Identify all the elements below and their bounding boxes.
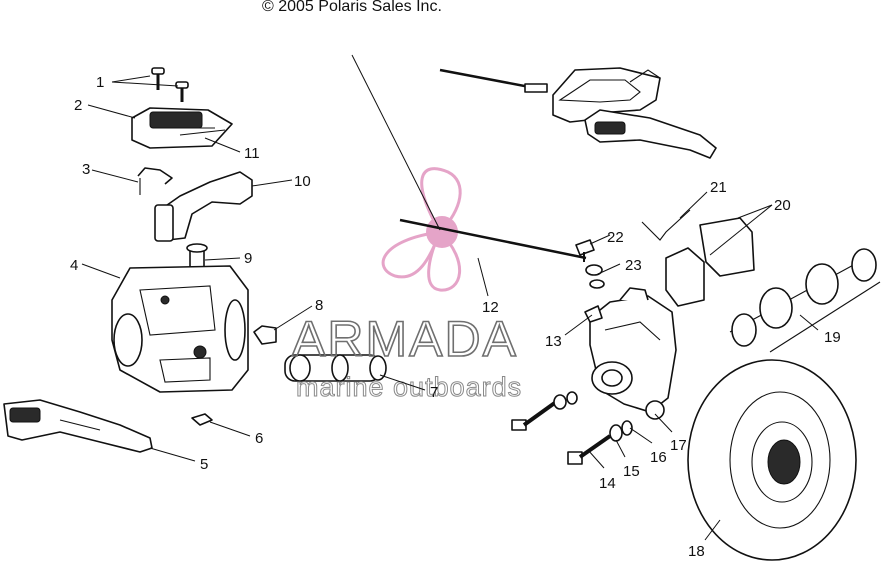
- watermark-logo: [381, 167, 462, 292]
- part-8-bracket: [253, 325, 277, 345]
- part-19-caliper-pistons: [729, 248, 881, 353]
- part-10-lever-arm: [154, 171, 253, 242]
- callout-2: 2: [74, 97, 82, 114]
- callout-21: 21: [710, 179, 727, 196]
- callout-9: 9: [244, 250, 252, 267]
- part-23-seal-b: [589, 279, 605, 289]
- callout-1: 1: [96, 74, 104, 91]
- callout-20: 20: [774, 197, 791, 214]
- part-13-fitting: [584, 305, 603, 323]
- part-14-bolt: [567, 434, 612, 465]
- part-15-washer: [609, 424, 623, 442]
- callout-17: 17: [670, 437, 687, 454]
- callout-5: 5: [200, 456, 208, 473]
- part-1-screws: [151, 67, 189, 102]
- callout-22: 22: [607, 229, 624, 246]
- part-3-clip: [137, 167, 173, 195]
- caliper-bolt-upper: [511, 391, 578, 431]
- callout-numbers: 1 2 3 4 5 6 7 8 9 10 11 12 13 14 15 16 1…: [70, 74, 841, 560]
- watermark-brand: ARMADA: [292, 311, 518, 367]
- part-2-reservoir-cover: [131, 107, 233, 149]
- part-6-washer: [191, 413, 213, 426]
- part-5-brake-lever: [3, 399, 153, 453]
- callout-16: 16: [650, 449, 667, 466]
- callout-11: 11: [244, 145, 260, 162]
- callout-10: 10: [294, 173, 311, 190]
- callout-13: 13: [545, 333, 562, 350]
- callout-6: 6: [255, 430, 263, 447]
- part-22-bleeder: [575, 239, 595, 262]
- watermark-tagline: marine outboards: [296, 372, 522, 402]
- part-11-gasket: [179, 129, 226, 136]
- callout-3: 3: [82, 161, 90, 178]
- part-7-piston-assembly: [284, 354, 387, 382]
- copyright-text: © 2005 Polaris Sales Inc.: [262, 0, 442, 15]
- part-18-brake-rotor: [687, 359, 857, 561]
- callout-7: 7: [430, 384, 438, 401]
- callout-12: 12: [482, 299, 499, 316]
- part-4-master-cylinder-body: [111, 265, 249, 393]
- callout-19: 19: [824, 329, 841, 346]
- part-12-brake-line: [399, 218, 587, 260]
- part-21-spring: [641, 209, 691, 241]
- part-23-seal-a: [585, 264, 603, 276]
- part-20-brake-pads: [665, 217, 755, 307]
- callout-4: 4: [70, 257, 78, 274]
- part-17-caliper: [589, 287, 677, 420]
- callout-15: 15: [623, 463, 640, 480]
- callout-14: 14: [599, 475, 616, 492]
- callout-8: 8: [315, 297, 323, 314]
- leader-lines: [81, 75, 819, 541]
- master-cylinder-assembly-view: [351, 54, 717, 231]
- callout-23: 23: [625, 257, 642, 274]
- callout-18: 18: [688, 543, 705, 560]
- part-16-washer: [621, 420, 633, 436]
